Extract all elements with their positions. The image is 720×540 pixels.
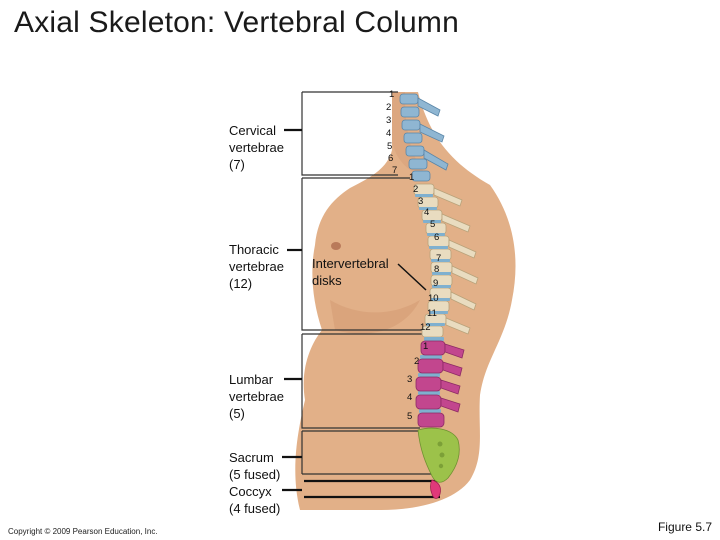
cervical-number: 5: [387, 141, 393, 152]
copyright-notice: Copyright © 2009 Pearson Education, Inc.: [8, 527, 158, 536]
thoracic-number: 4: [424, 207, 430, 218]
thoracic-number: 6: [434, 232, 440, 243]
thoracic-number: 5: [430, 219, 436, 230]
coccyx-label: Coccyx (4 fused): [229, 483, 280, 517]
coccyx-label-line2: (4 fused): [229, 501, 281, 516]
nipple: [331, 242, 341, 250]
coccyx: [430, 479, 441, 499]
thoracic-label-line3: (12): [229, 276, 253, 291]
lumbar-number: 5: [407, 411, 413, 422]
sacrum: [417, 427, 460, 483]
coccyx-label-line1: Coccyx: [229, 484, 272, 499]
cervical-bracket: [301, 92, 398, 176]
lumbar-label-line3: (5): [229, 406, 245, 421]
lumbar-label-line2: vertebrae: [229, 389, 284, 404]
cervical-number: 7: [392, 165, 398, 176]
thoracic-number: 1: [409, 172, 415, 183]
lumbar-number: 1: [423, 341, 429, 352]
lumbar-number: 4: [407, 392, 413, 403]
thoracic-label-line2: vertebrae: [229, 259, 284, 274]
thoracic-number: 7: [436, 253, 442, 264]
intervertebral-label-line2: disks: [312, 273, 342, 288]
thoracic-number: 2: [413, 184, 419, 195]
cervical-number: 4: [386, 128, 392, 139]
cervical-number: 3: [386, 115, 392, 126]
lumbar-number: 2: [414, 356, 420, 367]
sacrum-label-line2: (5 fused): [229, 467, 281, 482]
thoracic-label-line1: Thoracic: [229, 242, 279, 257]
figure-label: Figure 5.7: [657, 520, 712, 534]
thoracic-number: 11: [427, 308, 437, 319]
cervical-label-line2: vertebrae: [229, 140, 284, 155]
cervical-number: 1: [389, 89, 395, 100]
thoracic-number: 3: [418, 196, 424, 207]
lumbar-label-line1: Lumbar: [229, 372, 274, 387]
disk-pointer: [397, 263, 427, 291]
lumbar-bracket: [301, 334, 420, 429]
sacral-foramina: [437, 441, 445, 469]
cervical-number: 2: [386, 102, 392, 113]
thoracic-label: Thoracic vertebrae (12): [229, 241, 284, 292]
thoracic-vertebrae: [413, 183, 479, 338]
lumbar-number: 3: [407, 374, 413, 385]
torso-shading: [330, 300, 420, 334]
cervical-vertebrae: [399, 93, 449, 182]
cervical-label-line1: Cervical: [229, 123, 276, 138]
thoracic-number: 9: [433, 278, 439, 289]
cervical-label-line3: (7): [229, 157, 245, 172]
torso-silhouette: [295, 92, 516, 510]
bracket-lines: [301, 91, 440, 475]
leader-lines: [282, 128, 440, 499]
sacrum-label: Sacrum (5 fused): [229, 449, 280, 483]
cervical-number: 6: [388, 153, 394, 164]
lumbar-vertebrae: [415, 340, 465, 428]
thoracic-number: 10: [428, 293, 439, 304]
intervertebral-label-line1: Intervertebral: [312, 256, 389, 271]
sacrum-label-line1: Sacrum: [229, 450, 274, 465]
page-title: Axial Skeleton: Vertebral Column: [14, 6, 459, 39]
lumbar-label: Lumbar vertebrae (5): [229, 371, 284, 422]
intervertebral-label: Intervertebral disks: [312, 255, 389, 289]
thoracic-number: 12: [420, 322, 431, 333]
intervertebral-disks: [415, 194, 451, 413]
cervical-label: Cervical vertebrae (7): [229, 122, 284, 173]
thoracic-number: 8: [434, 264, 440, 275]
thoracic-bracket: [301, 178, 430, 331]
